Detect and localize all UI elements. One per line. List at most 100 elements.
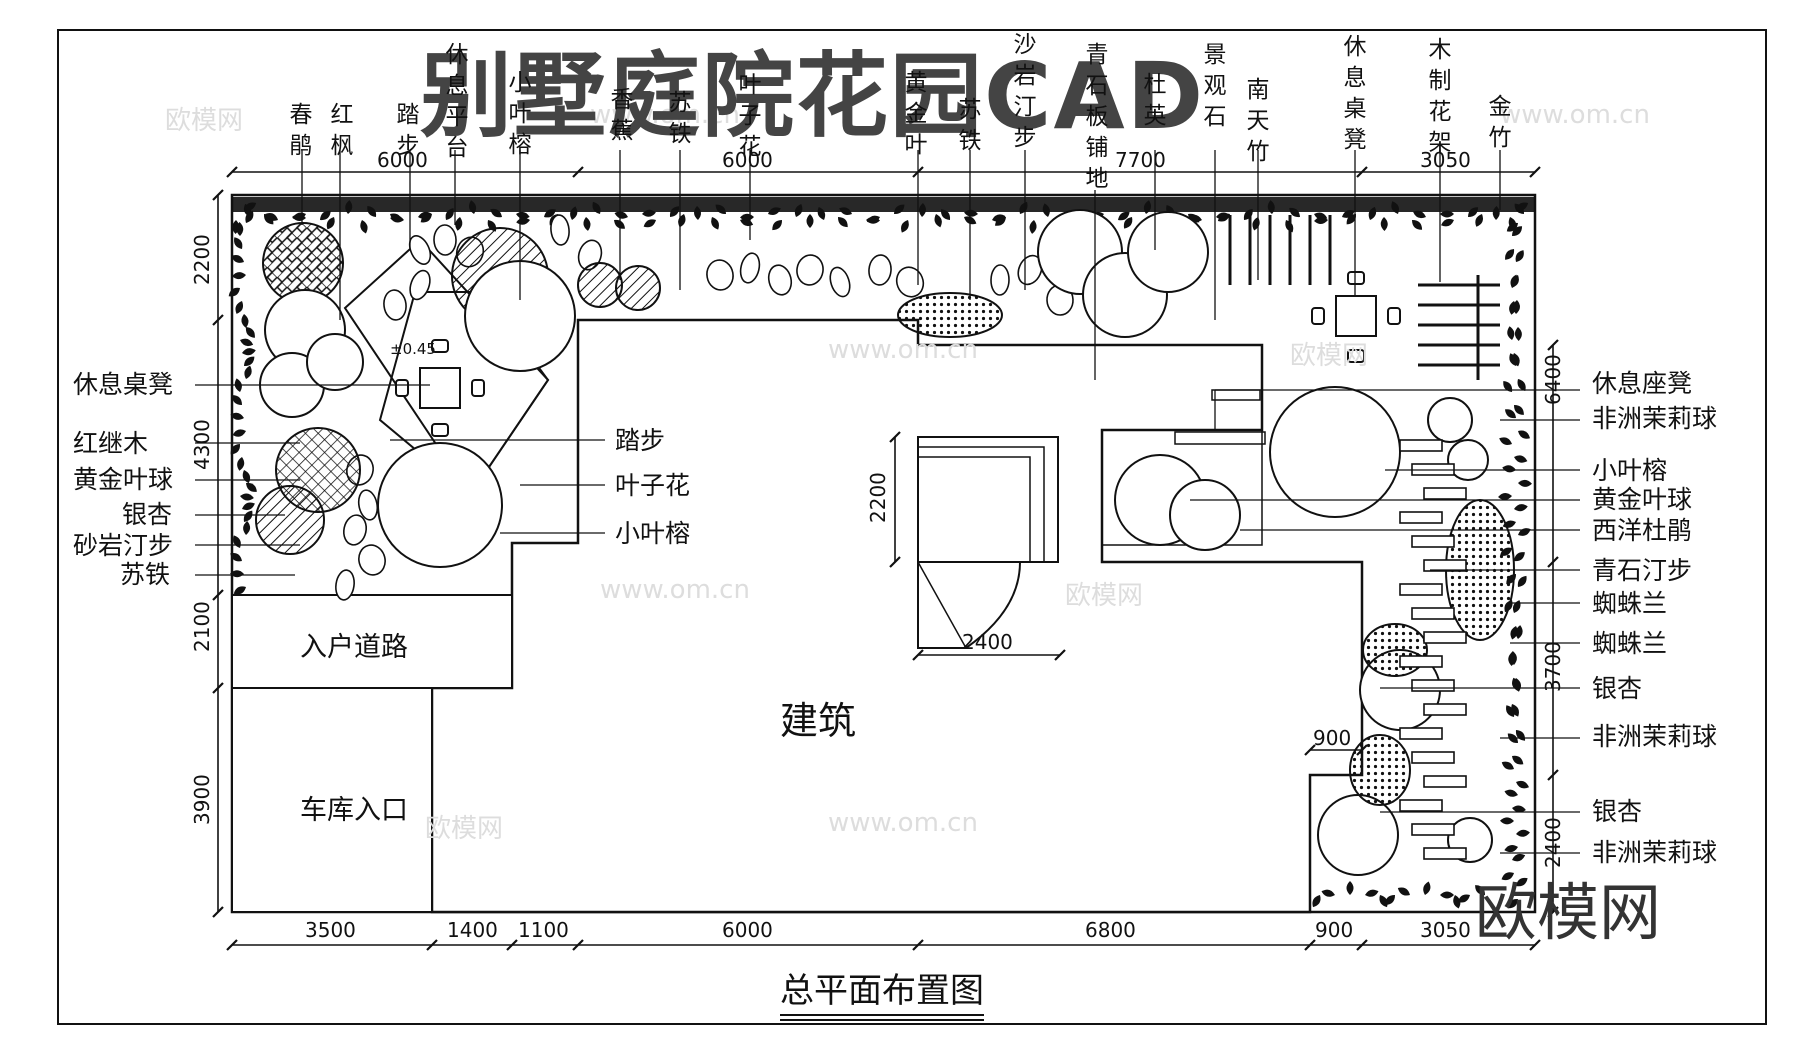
hedge-leaf	[894, 204, 905, 215]
hedge-leaf	[1501, 761, 1514, 770]
hedge-leaf	[806, 214, 814, 228]
stepping-stone	[433, 224, 457, 256]
hedge-leaf	[241, 314, 249, 328]
hedge-leaf	[1510, 626, 1518, 640]
stepping-stone	[796, 254, 824, 286]
stepping-stone	[408, 235, 432, 265]
dimension-tick	[889, 556, 901, 568]
hedge-leaf	[1368, 206, 1377, 220]
hedge-leaf	[326, 217, 335, 230]
hedge-leaf	[232, 395, 242, 405]
hedge-leaf	[1512, 805, 1526, 813]
hedge-leaf	[1397, 887, 1410, 896]
stepping-slab	[1399, 799, 1443, 812]
stepping-slab	[1399, 655, 1443, 668]
stepping-slab	[1423, 847, 1467, 860]
hedge-leaf	[614, 211, 628, 219]
hedge-leaf	[1423, 881, 1431, 895]
stepping-slab	[1399, 583, 1443, 596]
stepping-stone	[868, 254, 892, 286]
hedge-leaf	[1475, 885, 1485, 896]
dimension-text: 2200	[190, 234, 214, 285]
plant-label: 西洋杜鹃	[1592, 516, 1693, 545]
watermark: 欧模网	[165, 106, 244, 136]
watermark: www.om.cn	[828, 808, 978, 838]
dimension-text: 900	[1313, 726, 1352, 750]
hedge-leaf	[1499, 437, 1512, 445]
plant-label: 香蕉	[610, 87, 634, 144]
hedge-leaf	[232, 272, 246, 280]
hedge-leaf	[320, 210, 331, 221]
hedge-leaf	[1380, 217, 1388, 231]
area-entry-road: 入户道路	[300, 632, 408, 663]
stepping-stone	[1017, 254, 1043, 286]
stepping-slab	[1411, 607, 1455, 620]
hedge-leaf	[1509, 353, 1517, 366]
plant-label: 叶子花	[615, 471, 691, 500]
hedge-leaf	[1365, 889, 1379, 897]
hedge-leaf	[245, 210, 254, 223]
hedge-leaf	[643, 219, 656, 228]
hedge-leaf	[1118, 211, 1130, 221]
stepping-stone	[550, 214, 570, 246]
dimension-tick	[1304, 744, 1316, 756]
hedge-leaf	[244, 356, 255, 367]
plant-label: 非洲茉莉球	[1592, 722, 1718, 751]
hedge-leaf	[1514, 504, 1528, 512]
plant-label: 金竹	[1488, 94, 1512, 151]
hedge-leaf	[964, 209, 978, 217]
hedge-leaf	[246, 482, 257, 492]
stepping-stone	[895, 266, 925, 298]
hedge-leaf	[1440, 891, 1454, 899]
hedge-leaf	[1512, 755, 1524, 765]
hedge-leaf	[715, 204, 726, 215]
hedge-leaf	[839, 207, 852, 215]
hedge-leaf	[455, 217, 463, 231]
dimension-text: 6800	[1085, 918, 1136, 942]
hedge-leaf	[1143, 200, 1152, 214]
hedge-leaf	[240, 338, 254, 347]
hedge-leaf	[490, 208, 502, 218]
dimension-text: 3050	[1420, 148, 1471, 172]
hedge-leaf	[837, 217, 848, 228]
hedge-leaf	[1512, 853, 1526, 862]
stepping-stone	[409, 269, 431, 301]
hedge-leaf	[1517, 379, 1526, 392]
dimension-tick	[1547, 906, 1559, 918]
hedge-leaf	[1498, 492, 1512, 500]
level-mark: ±0.45	[390, 340, 436, 358]
dimension-tick	[426, 939, 438, 951]
hedge-leaf	[918, 203, 926, 217]
hedge-leaf	[934, 214, 942, 228]
dimension-text: 3900	[190, 774, 214, 825]
hedge-leaf	[292, 212, 306, 220]
hedge-leaf	[1441, 218, 1455, 227]
plant-label: 休息平台	[445, 42, 469, 161]
hedge-leaf	[230, 444, 241, 455]
dimension-tick	[1529, 939, 1541, 951]
hedge-leaf	[1042, 203, 1050, 217]
hedge-leaf	[1516, 780, 1529, 789]
dimension-tick	[226, 166, 238, 178]
plant-label: 红继木	[73, 429, 149, 458]
hedge-leaf	[1500, 817, 1515, 825]
hedge-leaf	[240, 493, 254, 501]
hedge-leaf	[994, 216, 1006, 226]
plant-label: 小叶榕	[615, 519, 691, 548]
dimension-text: 3700	[1541, 641, 1565, 692]
hedge-leaf	[1314, 216, 1328, 224]
hedge-leaf	[1385, 895, 1395, 905]
hedge-leaf	[234, 237, 243, 249]
plant-label: 青石板铺地	[1085, 42, 1109, 192]
hedge-leaf	[360, 220, 368, 234]
dimension-tick	[212, 906, 224, 918]
stepping-slab	[1411, 751, 1455, 764]
hedge-leaf	[468, 200, 477, 214]
hedge-leaf	[794, 204, 803, 217]
table-left	[395, 339, 485, 437]
hedge-leaf	[244, 365, 252, 379]
hedge-leaf	[1475, 214, 1483, 227]
hedge-leaf	[230, 412, 244, 420]
hedge-leaf	[1391, 201, 1399, 214]
